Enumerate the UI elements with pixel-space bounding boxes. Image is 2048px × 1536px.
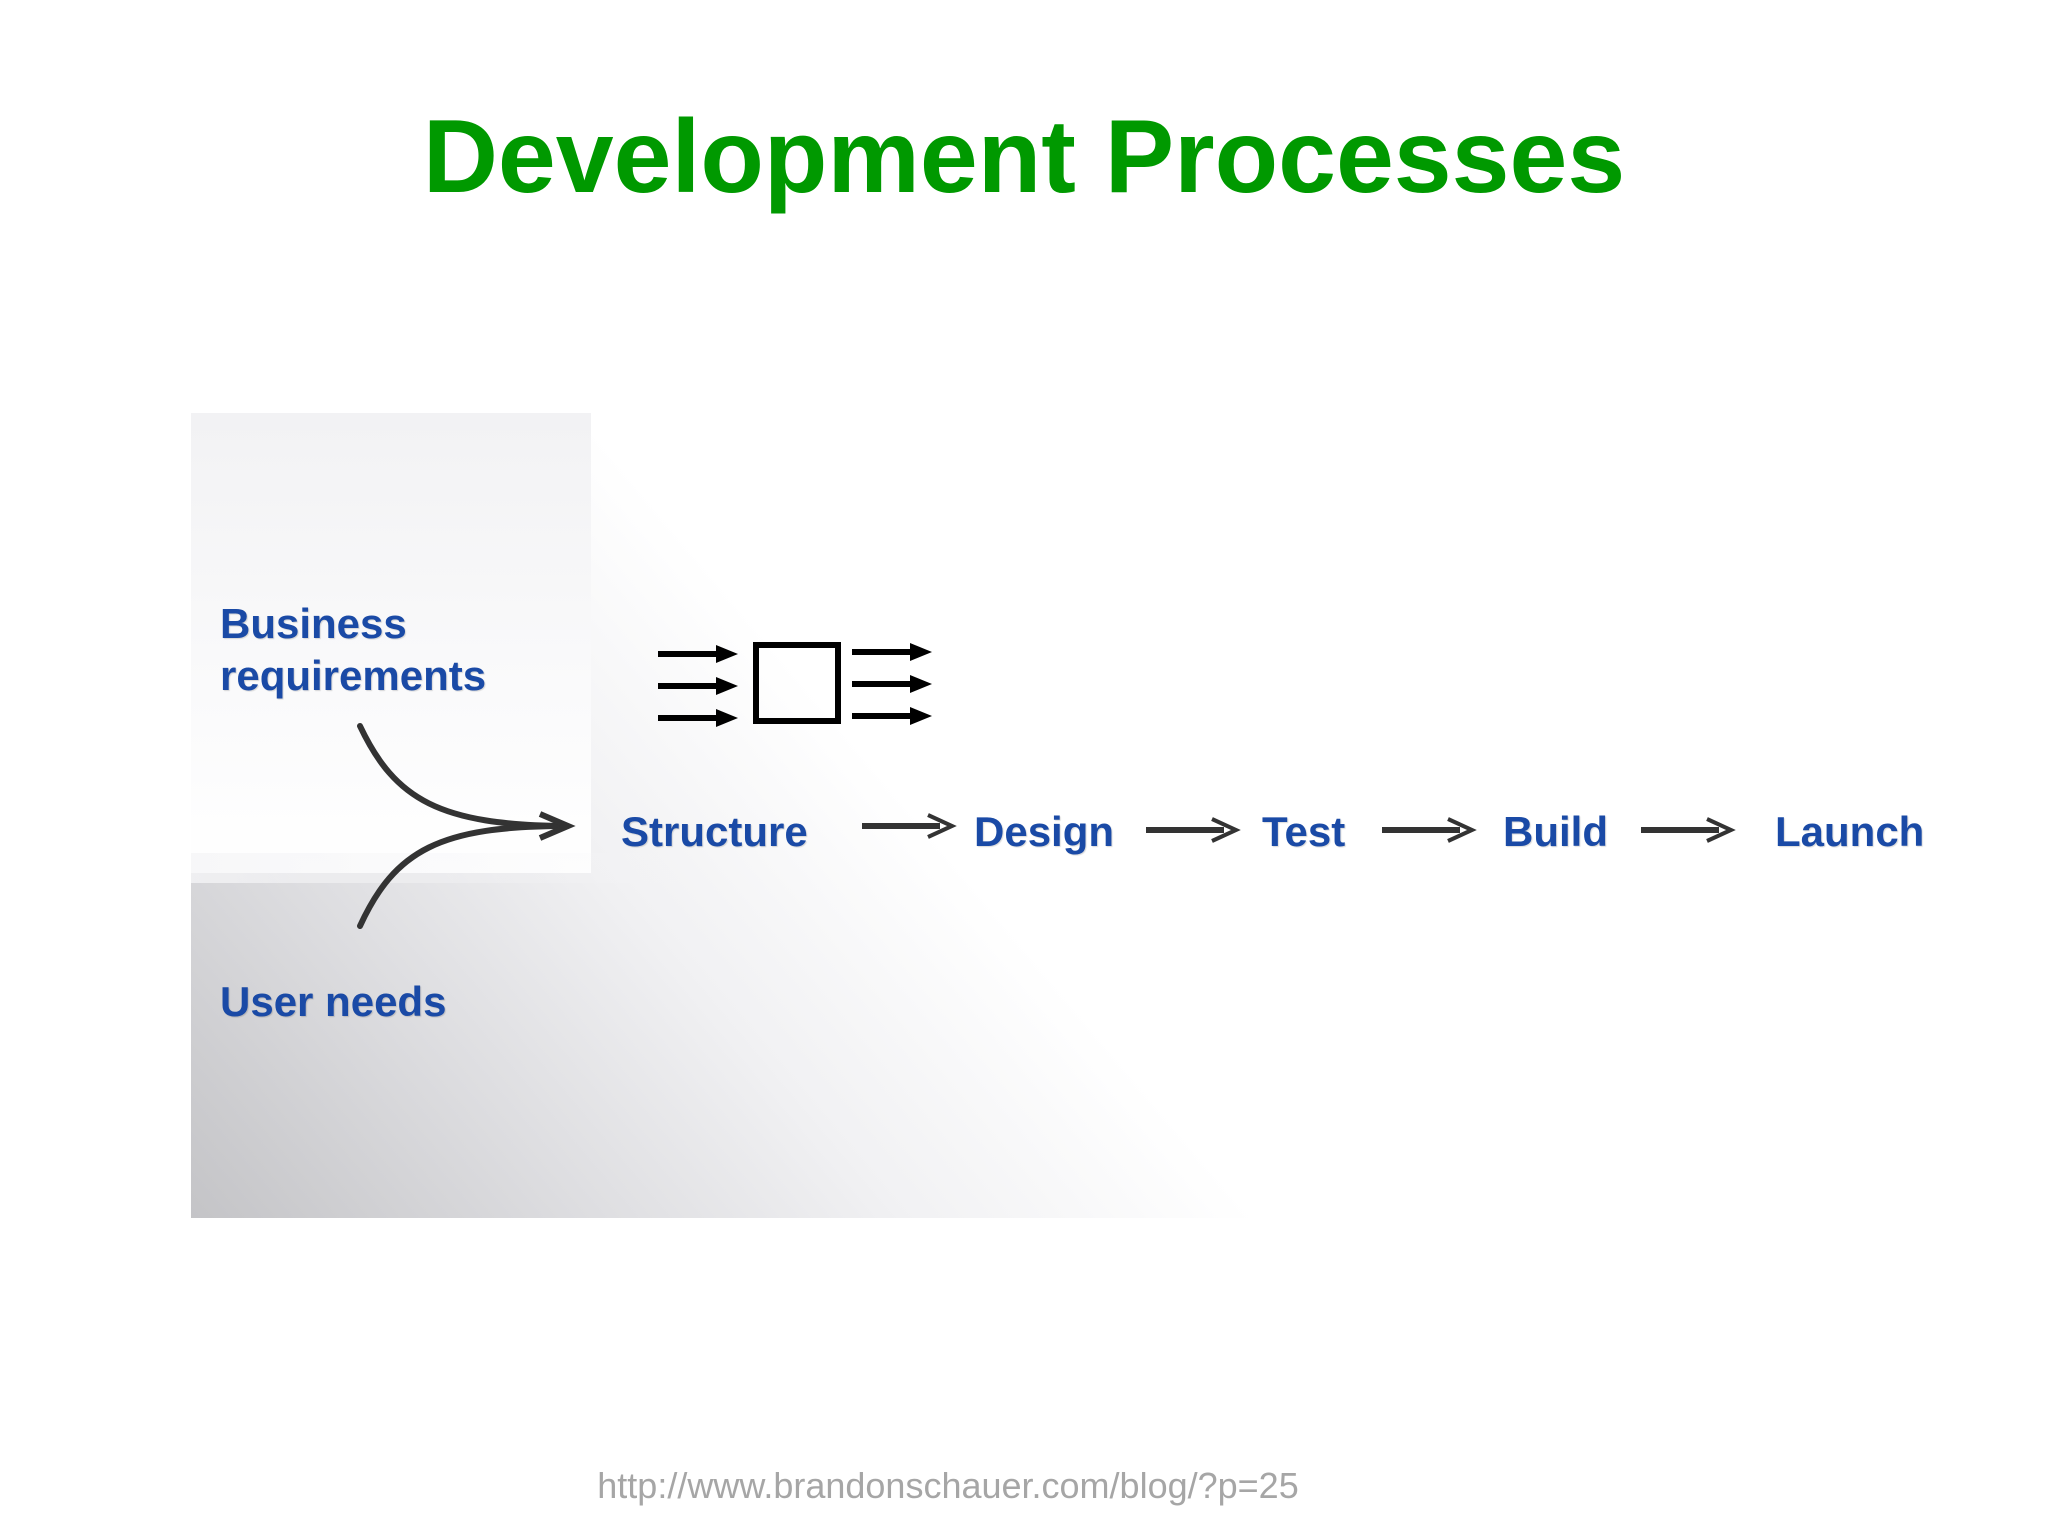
figure-gradient-top xyxy=(191,413,591,873)
process-diagram-figure xyxy=(191,413,2048,1218)
merge-curve-bottom xyxy=(357,823,569,929)
merge-arrowhead xyxy=(538,811,576,841)
step-arrow-2 xyxy=(1146,817,1241,843)
step-structure: Structure xyxy=(621,808,808,855)
output-arrows-icon xyxy=(852,643,932,725)
step-arrow-1 xyxy=(862,813,957,839)
input-output-box-icon xyxy=(658,642,932,727)
slide-title: Development Processes xyxy=(422,99,1626,215)
step-test: Test xyxy=(1262,808,1346,855)
step-arrow-4 xyxy=(1641,817,1736,843)
step-launch: Launch xyxy=(1775,808,1925,855)
source-url: http://www.brandonschauer.com/blog/?p=25 xyxy=(597,1465,1299,1506)
step-design: Design xyxy=(974,808,1115,855)
figure-light-band xyxy=(191,853,711,883)
step-build: Build xyxy=(1503,808,1608,855)
input-arrows-icon xyxy=(658,645,738,727)
step-arrow-3 xyxy=(1382,817,1477,843)
merge-curve-top xyxy=(357,723,569,829)
process-box-icon xyxy=(753,642,841,724)
label-user-needs: User needs xyxy=(220,978,447,1025)
